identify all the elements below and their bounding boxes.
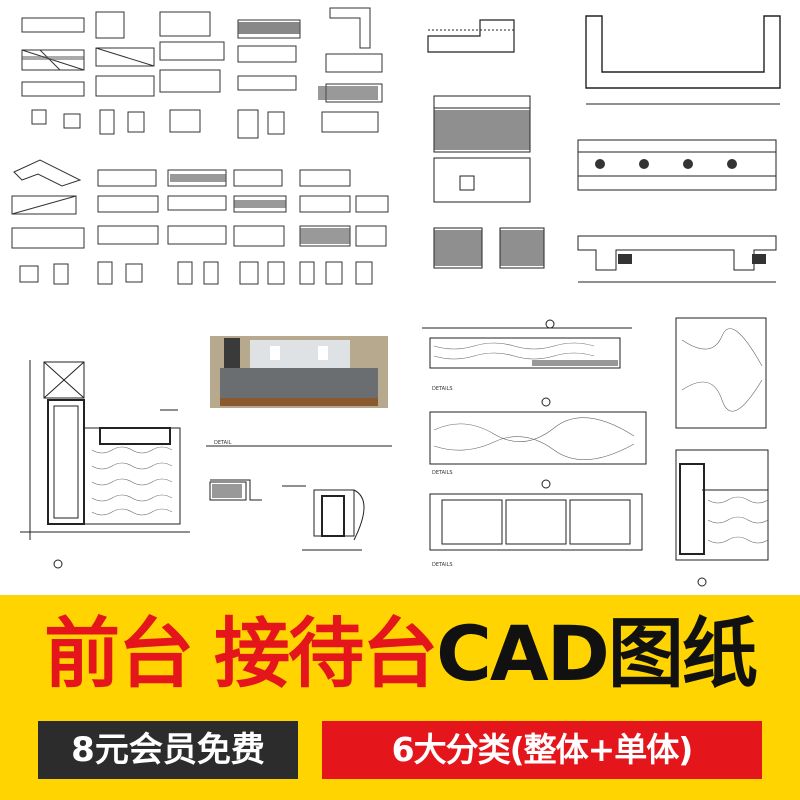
cad-elevations: DETAILS DETAILS DETAILS <box>402 300 800 592</box>
detail-title: DETAIL <box>214 440 232 446</box>
title-front-desk: 前台 <box>44 609 194 698</box>
cad-section-detail <box>0 300 198 592</box>
categories-badge: 6大分类(整体+单体) <box>322 721 762 779</box>
cad-sheet-plans <box>404 0 800 296</box>
banner-title: 前台接待台CAD图纸 <box>0 608 800 700</box>
title-reception-desk: 接待台 <box>214 609 438 698</box>
reception-photo <box>210 336 388 408</box>
details-label-1: DETAILS <box>432 386 453 392</box>
member-free-badge: 8元会员免费 <box>38 721 298 779</box>
cad-sheet-overview <box>0 0 400 296</box>
details-label-3: DETAILS <box>432 562 453 568</box>
details-label-2: DETAILS <box>432 470 453 476</box>
cad-photo-detail: DETAIL <box>202 300 398 592</box>
title-cad-drawings: CAD图纸 <box>436 609 758 698</box>
